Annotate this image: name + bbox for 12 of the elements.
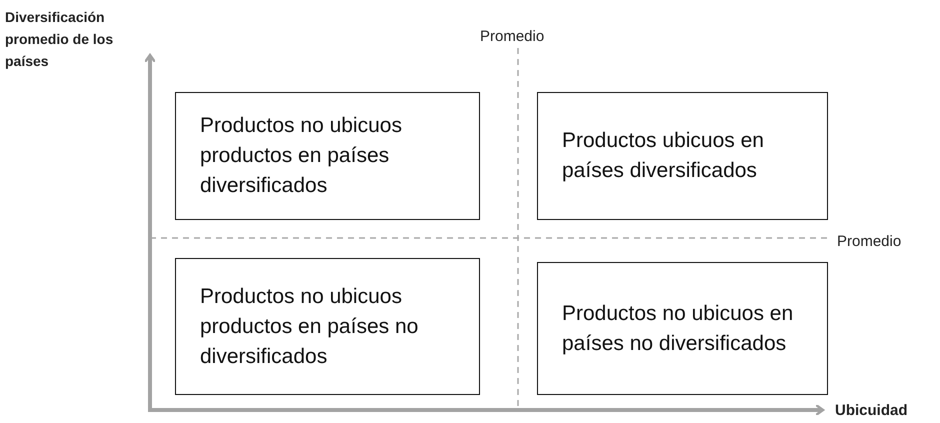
quadrant-box [537,262,828,395]
average-label: Promedio [837,232,902,252]
quadrant-box [537,92,828,220]
quadrant-box [175,92,480,220]
axis-title: Ubicuidad [835,401,908,421]
quadrant-box [175,258,480,395]
quadrant-text: Productos no ubicuos en países no diversificados [562,302,794,354]
axis-title: Diversificación promedio de los países [5,8,114,71]
average-label: Promedio [480,27,544,47]
quadrant-text: Productos ubicuos en países diversificados [562,129,764,182]
quadrant-text: Productos no ubicuos productos en países diversificados [200,114,402,197]
quadrant-text: Productos no ubicuos productos en países no diversificados [200,284,418,368]
